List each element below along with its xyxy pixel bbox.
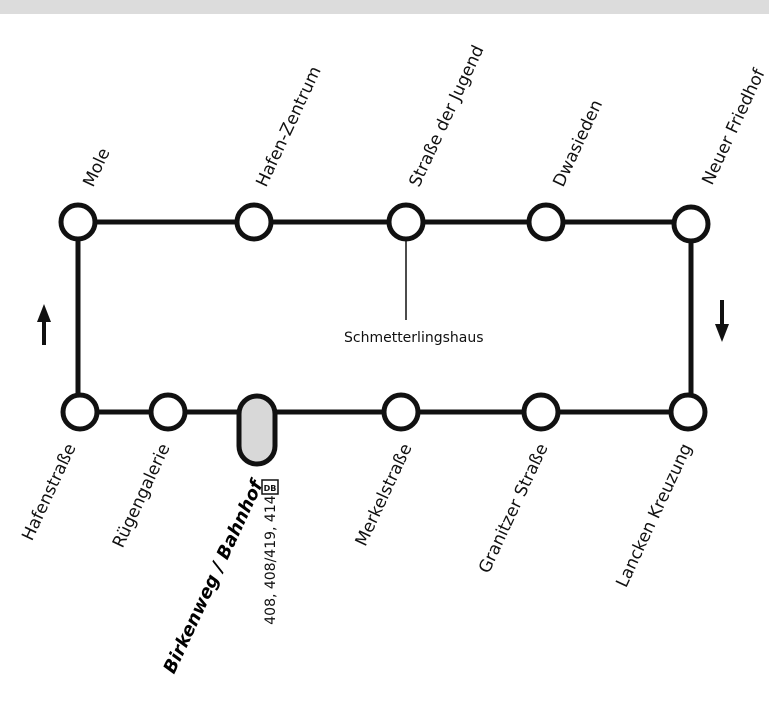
landmark-label: Schmetterlingshaus xyxy=(344,330,484,346)
stop-strasse-der-jugend xyxy=(386,202,426,242)
stop-lancken-kreuzung xyxy=(668,392,708,432)
hub-line-numbers: 408, 408/419, 414b, xyxy=(263,482,279,625)
stop-birkenweg-bahnhof-hub xyxy=(236,393,278,467)
stop-granitzer-strasse xyxy=(521,392,561,432)
label-hafen-zentrum: Hafen-Zentrum xyxy=(252,63,325,190)
label-birkenweg-bahnhof: Birkenweg / Bahnhof xyxy=(160,475,269,677)
db-rail-icon: DB xyxy=(261,479,279,495)
db-badge-text: DB xyxy=(264,484,277,493)
label-granitzer-strasse: Granitzer Straße xyxy=(475,441,553,577)
arrow-down-icon xyxy=(715,300,729,342)
label-hafenstrasse: Hafenstraße xyxy=(18,441,80,544)
stop-mole xyxy=(58,202,98,242)
stop-merkelstrasse xyxy=(381,392,421,432)
label-lancken-kreuzung: Lancken Kreuzung xyxy=(612,441,696,591)
label-dwasieden: Dwasieden xyxy=(549,97,607,190)
stop-hafen-zentrum xyxy=(234,202,274,242)
label-ruegengalerie: Rügengalerie xyxy=(109,441,175,551)
label-mole: Mole xyxy=(79,145,114,190)
stop-hafenstrasse xyxy=(60,392,100,432)
label-merkelstrasse: Merkelstraße xyxy=(352,441,417,550)
label-neuer-friedhof: Neuer Friedhof xyxy=(698,65,769,188)
route-line xyxy=(75,219,694,415)
stop-ruegengalerie xyxy=(148,392,188,432)
stop-neuer-friedhof xyxy=(671,204,711,244)
scan-edge xyxy=(0,0,769,14)
label-strasse-der-jugend: Straße der Jugend xyxy=(405,42,488,190)
stop-dwasieden xyxy=(526,202,566,242)
arrow-up-icon xyxy=(37,304,51,345)
